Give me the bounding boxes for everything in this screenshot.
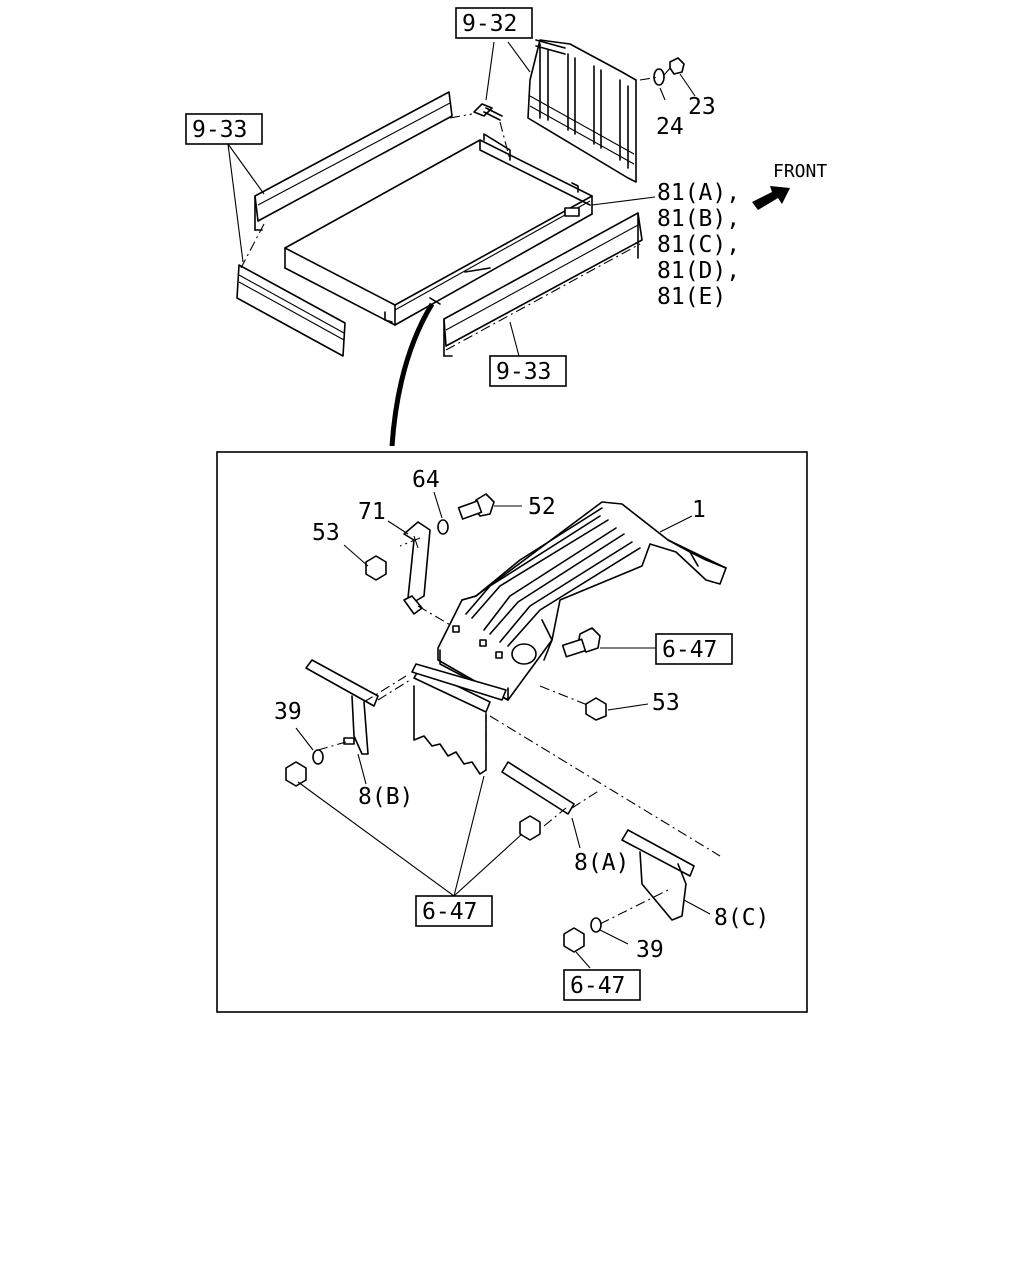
svg-text:6-47: 6-47 (570, 973, 625, 999)
mudguard-detail-assembly (285, 491, 727, 969)
nut-23 (669, 57, 685, 75)
part-label-24: 24 (656, 114, 684, 140)
part-label-81e: 81(E) (657, 284, 726, 310)
part-label-64: 64 (412, 467, 440, 493)
front-label: FRONT (773, 161, 827, 182)
svg-text:9-32: 9-32 (462, 11, 517, 37)
ref-box-6-47-center[interactable]: 6-47 (415, 895, 493, 927)
part-label-23: 23 (688, 94, 716, 120)
part-label-71: 71 (358, 499, 386, 525)
headboard-frame (527, 39, 637, 183)
ref-box-9-32[interactable]: 9-32 (455, 7, 533, 39)
washer-64 (437, 519, 449, 535)
part-label-8a: 8(A) (574, 850, 629, 876)
bracket-8a (501, 761, 575, 815)
nut-6-47-center (519, 815, 541, 841)
part-label-8b: 8(B) (358, 784, 413, 810)
washer-24 (653, 68, 665, 86)
washer-39-right (590, 917, 602, 933)
nut-6-47-left (285, 761, 307, 787)
bolt-6-47 (561, 627, 601, 658)
bolt-52 (457, 493, 495, 520)
svg-text:9-33: 9-33 (496, 359, 551, 385)
front-arrow-icon (752, 186, 790, 210)
svg-text:6-47: 6-47 (662, 637, 717, 663)
detail-leader-curve (389, 302, 435, 447)
part-label-1: 1 (692, 497, 706, 523)
part-label-8c: 8(C) (714, 905, 769, 931)
part-label-39-left: 39 (274, 699, 302, 725)
part-label-53-bottom: 53 (652, 690, 680, 716)
bracket-71 (403, 521, 431, 615)
left-lower-panel (236, 264, 346, 357)
mudflap (411, 663, 507, 775)
part-label-81d: 81(D), (657, 258, 740, 284)
part-label-39-right: 39 (636, 937, 664, 963)
part-label-53-top: 53 (312, 520, 340, 546)
bracket-8c (621, 829, 695, 921)
ref-box-9-33-left[interactable]: 9-33 (185, 113, 263, 145)
part-label-81b: 81(B), (657, 206, 740, 232)
ref-box-9-33-right[interactable]: 9-33 (489, 355, 567, 387)
ref-box-6-47-bottom[interactable]: 6-47 (563, 969, 641, 1001)
left-side-panel (254, 91, 453, 231)
fender-part-1 (437, 501, 727, 701)
ref-box-6-47-bolt[interactable]: 6-47 (655, 633, 733, 665)
cargo-body-assembly (227, 39, 696, 447)
part-label-81a: 81(A), (657, 180, 740, 206)
washer-39-left (312, 749, 324, 765)
svg-text:6-47: 6-47 (422, 899, 477, 925)
nut-53-bottom (585, 697, 607, 721)
right-side-panel (443, 212, 643, 357)
detail-frame (216, 451, 808, 1013)
svg-text:9-33: 9-33 (192, 117, 247, 143)
nut-53-top (365, 555, 387, 581)
nut-6-47-bottom (563, 927, 585, 953)
headboard-bolt (473, 103, 503, 121)
bracket-8b (305, 659, 379, 755)
part-label-81c: 81(C), (657, 232, 740, 258)
cargo-bed-floor (284, 133, 593, 326)
part-label-52: 52 (528, 494, 556, 520)
